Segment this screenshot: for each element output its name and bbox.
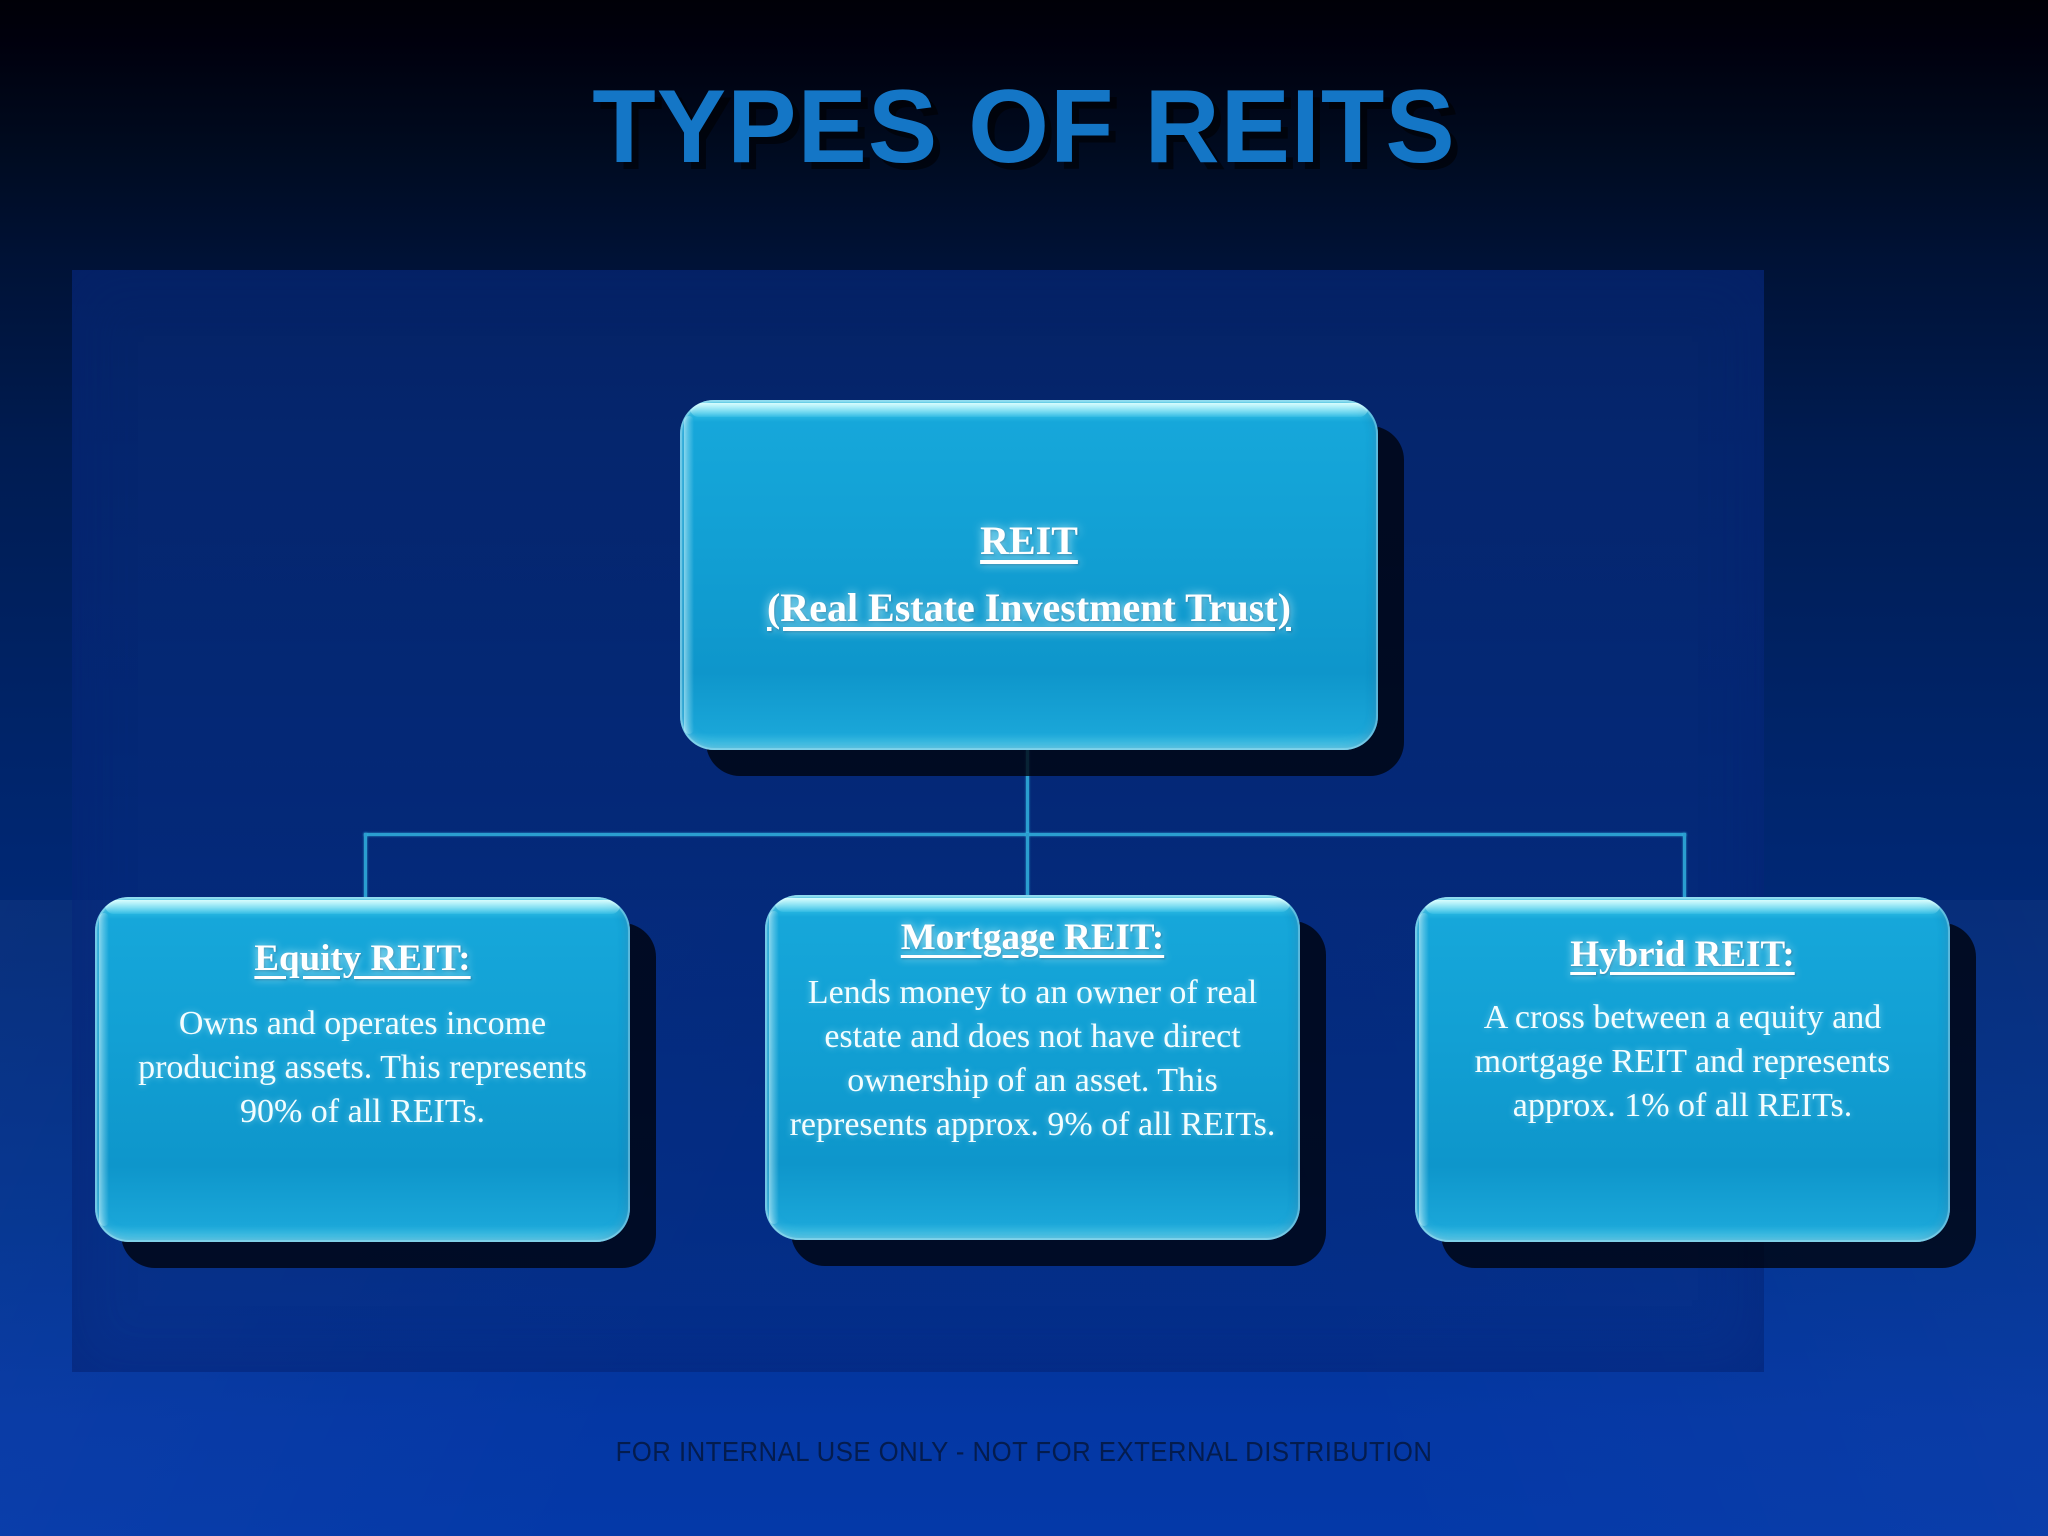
node-reit-title: REIT [980,518,1078,563]
node-hybrid-reit[interactable]: Hybrid REIT: A cross between a equity an… [1415,897,1950,1242]
node-hybrid-reit-title: Hybrid REIT: [1570,934,1795,975]
node-mortgage-reit-content: Mortgage REIT: Lends money to an owner o… [765,895,1300,1147]
node-reit-content: REIT (Real Estate Investment Trust) [680,519,1378,631]
node-mortgage-reit-body: Lends money to an owner of real estate a… [789,973,1276,1144]
node-reit[interactable]: REIT (Real Estate Investment Trust) [680,400,1378,750]
node-mortgage-reit-title: Mortgage REIT: [900,917,1165,958]
page-title: TYPES OF REITS [592,69,1456,185]
confidentiality-footer: FOR INTERNAL USE ONLY - NOT FOR EXTERNAL… [615,1436,1433,1467]
node-equity-reit-body: Owns and operates income producing asset… [138,1004,587,1131]
node-equity-reit-content: Equity REIT: Owns and operates income pr… [95,897,630,1134]
connector-horizontal-bus [364,833,1686,836]
node-hybrid-reit-content: Hybrid REIT: A cross between a equity an… [1415,897,1950,1128]
node-hybrid-reit-body: A cross between a equity and mortgage RE… [1474,998,1891,1125]
connector-stem-equity [364,833,367,899]
connector-root-stem [1026,750,1029,835]
node-mortgage-reit[interactable]: Mortgage REIT: Lends money to an owner o… [765,895,1300,1240]
node-reit-subtitle: (Real Estate Investment Trust) [766,585,1291,630]
connector-stem-hybrid [1683,833,1686,899]
node-equity-reit-title: Equity REIT: [254,938,471,979]
node-equity-reit[interactable]: Equity REIT: Owns and operates income pr… [95,897,630,1242]
connector-stem-mortgage [1026,833,1029,899]
